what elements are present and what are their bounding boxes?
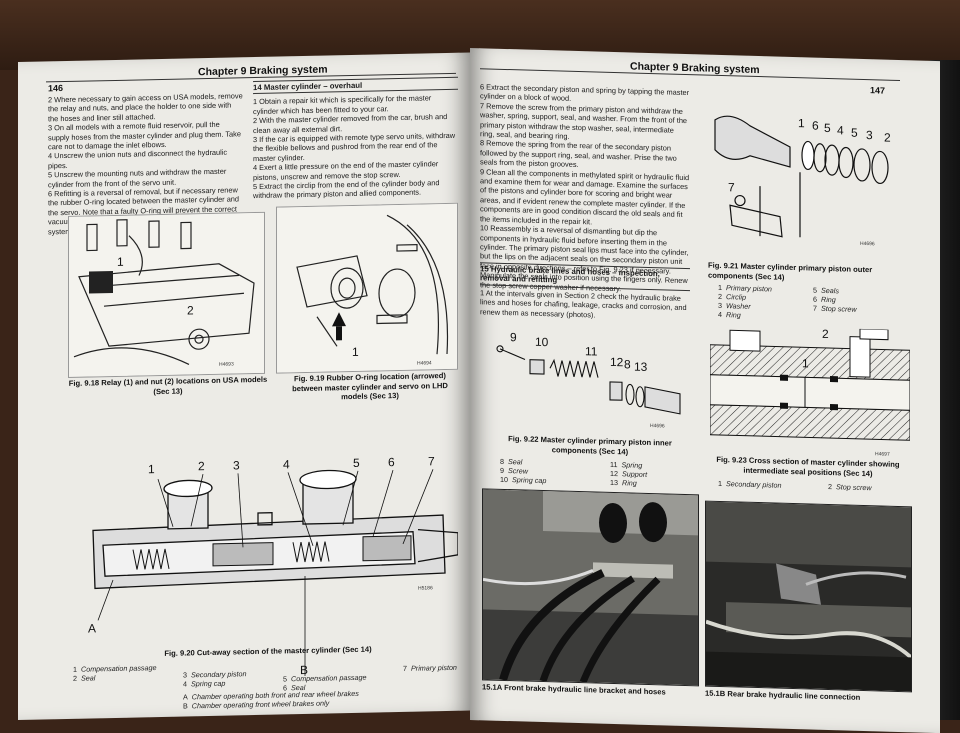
callout-label: 4 <box>837 123 844 137</box>
primary-piston-inner-components: 9 10 11 12 8 13 H4696 <box>496 330 681 429</box>
paragraph: 2 Where necessary to gain access on USA … <box>48 91 243 124</box>
figure-9-22: 9 10 11 12 8 13 H4696 <box>490 319 690 435</box>
callout-label: 4 <box>283 457 290 471</box>
callout-label: 1 <box>802 356 809 370</box>
figure-caption: Fig. 9.21 Master cylinder primary piston… <box>708 260 873 282</box>
callout-label: 5 <box>851 126 858 140</box>
callout-label: B <box>300 663 308 677</box>
callout-label: 13 <box>634 360 648 374</box>
figure-code: H4694 <box>417 360 432 366</box>
callout-label: 5 <box>353 456 360 470</box>
section-heading: 14 Master cylinder – overhaul <box>253 76 458 95</box>
left-page: 146 Chapter 9 Braking system 2 Where nec… <box>18 52 470 721</box>
callout-label: 5 <box>824 121 831 135</box>
callout-label: 1 <box>352 345 359 359</box>
section-heading: 15 Hydraulic brake lines and hoses – ins… <box>480 262 690 291</box>
figure-caption: Fig. 9.19 Rubber O-ring location (arrowe… <box>292 371 448 402</box>
callout-label: 1 <box>148 462 155 476</box>
callout-label: 1 <box>798 116 805 130</box>
figure-9-21: 1 6 5 4 5 3 2 7 H4696 <box>710 95 910 251</box>
callout-label: 7 <box>428 454 435 468</box>
primary-piston-outer-components: 1 6 5 4 5 3 2 7 H4696 <box>714 115 891 247</box>
callout-label: 2 <box>884 131 891 145</box>
callout-label: 3 <box>233 458 240 472</box>
paragraph: 3 On all models with a remote fluid rese… <box>48 119 241 152</box>
master-cylinder-cutaway: 1 2 3 4 5 6 7 A B H5186 <box>88 454 458 678</box>
callout-label: 11 <box>585 344 598 358</box>
figure-code: H4697 <box>875 451 890 457</box>
callout-label: 2 <box>198 459 205 473</box>
callout-label: 1 <box>117 255 124 269</box>
section-14-text: 14 Master cylinder – overhaul 1 Obtain a… <box>253 76 458 201</box>
callout-label: 7 <box>728 180 735 194</box>
figure-9-18: 1 2 H4693 <box>68 211 265 378</box>
o-ring-illustration: 1 H4694 <box>277 203 457 373</box>
paragraph: 5 Extract the circlip from the end of th… <box>253 178 440 201</box>
figure-code: H4696 <box>860 241 875 247</box>
figure-9-23: 1 2 H4697 <box>710 325 910 461</box>
callout-label: 10 <box>535 335 549 349</box>
figure-code: H4696 <box>650 423 665 429</box>
callout-label: 6 <box>812 119 819 133</box>
relay-illustration: 1 2 H4693 <box>69 212 264 377</box>
right-page: Chapter 9 Braking system 147 6 Extract t… <box>470 48 940 733</box>
figure-code: H5186 <box>418 585 433 591</box>
callout-label: A <box>88 621 96 635</box>
callout-label: 9 <box>510 330 517 344</box>
paragraph: 9 Clean all the components in methylated… <box>480 166 690 227</box>
figure-9-20: 1 2 3 4 5 6 7 A B H5186 <box>73 403 458 681</box>
master-cylinder-cross-section: 1 2 H4697 <box>710 327 910 458</box>
page-number: 147 <box>870 85 886 96</box>
figure-caption: Fig. 9.22 Master cylinder primary piston… <box>508 434 672 456</box>
callout-label: 2 <box>822 327 829 341</box>
paragraph: 3 If the car is equipped with remote typ… <box>253 130 456 163</box>
callout-label: 12 <box>610 355 624 369</box>
paragraph: 7 Remove the screw from the primary pist… <box>480 101 688 141</box>
callout-label: 6 <box>388 455 395 469</box>
page-number: 146 <box>48 83 64 94</box>
figure-legend: 1 Secondary piston 2 Stop screw <box>718 478 872 493</box>
figure-code: H4693 <box>219 361 234 367</box>
figure-9-19: 1 H4694 <box>276 202 458 374</box>
paragraph: 1 At the intervals given in Section 2 ch… <box>480 288 687 320</box>
callout-label: 3 <box>866 128 873 142</box>
callout-label: 8 <box>624 357 631 371</box>
figure-caption: Fig. 9.18 Relay (1) and nut (2) location… <box>68 374 268 396</box>
section-15-text: 15 Hydraulic brake lines and hoses – ins… <box>480 262 690 322</box>
callout-label: 2 <box>187 303 194 317</box>
photo-front-brake-lines <box>482 488 699 687</box>
figure-legend: 8 Seal 9 Screw 10 Spring cap 11 Spring 1… <box>500 456 648 488</box>
photo-rear-brake-line <box>705 500 912 693</box>
